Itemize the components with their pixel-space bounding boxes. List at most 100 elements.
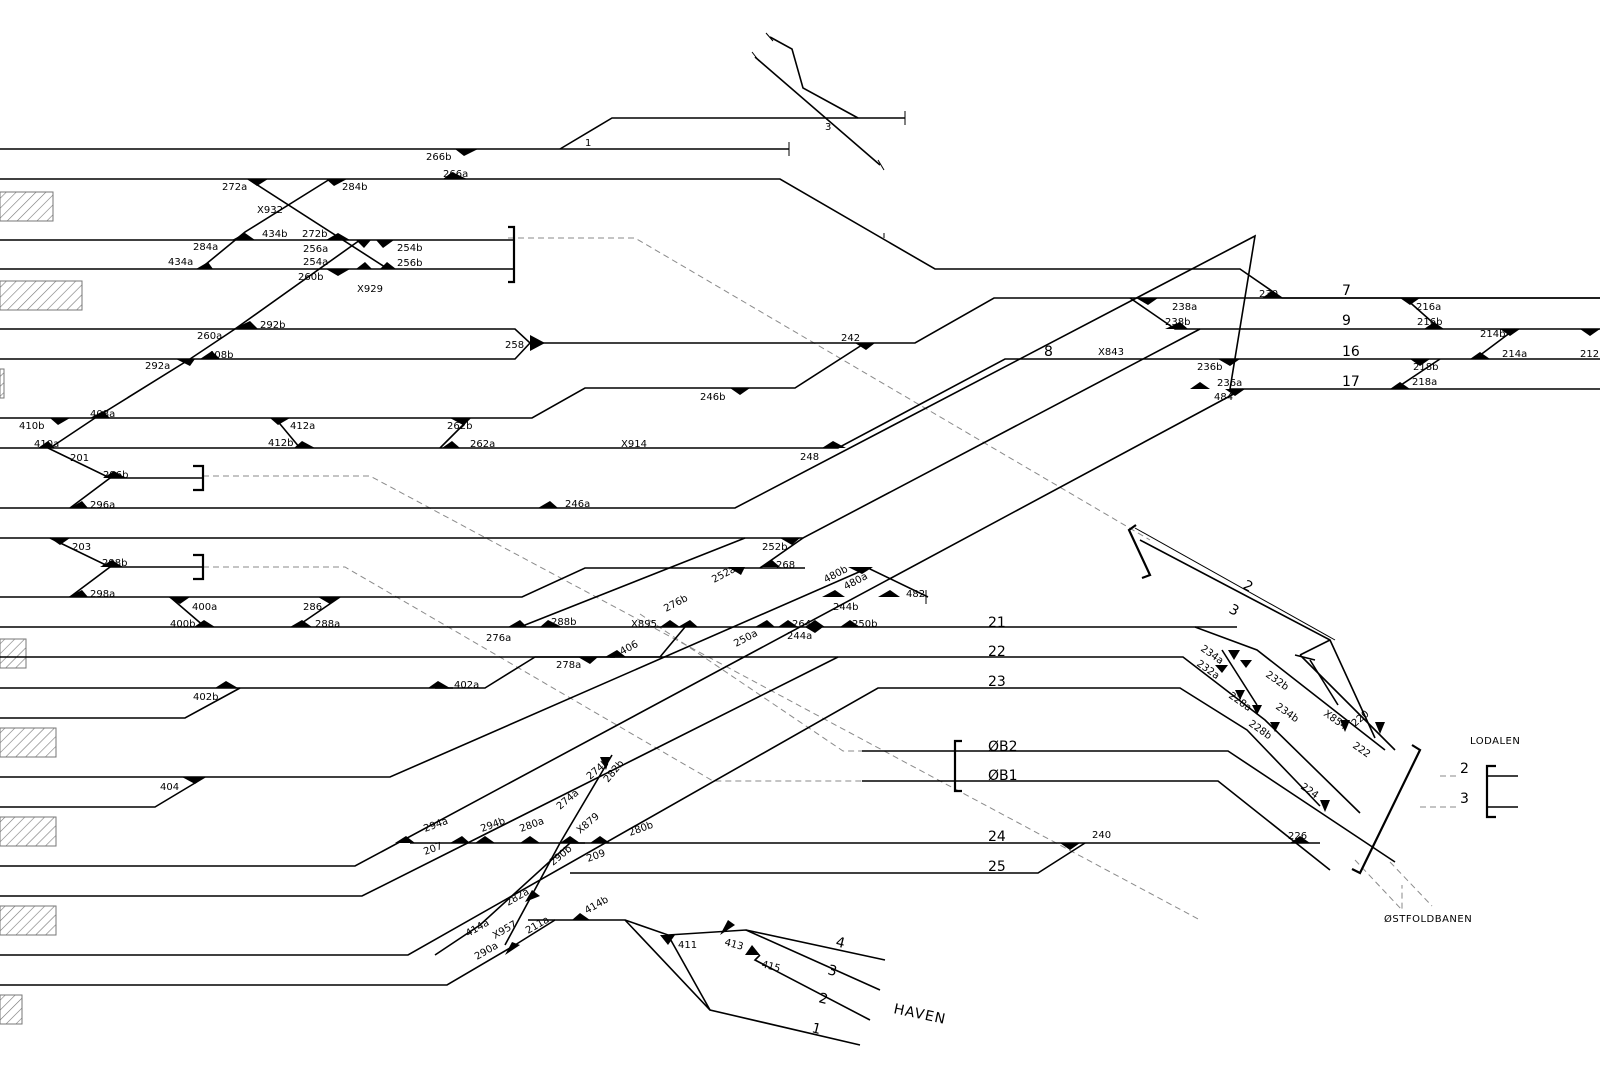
track-number: ØB2 — [988, 739, 1018, 755]
switch-label: 400b — [170, 619, 195, 630]
buffer-stops — [193, 225, 1518, 875]
switch-label: 412a — [290, 421, 315, 432]
switch-label: 408b — [208, 350, 233, 361]
switch-label: 264 — [792, 619, 811, 630]
switch-label: 276b — [662, 593, 690, 615]
track-number: 2 — [1240, 577, 1255, 595]
switch-label: 250a — [732, 628, 759, 650]
track-number: 2 — [817, 990, 830, 1008]
switch-label: 212 — [1580, 349, 1599, 360]
switch-label: 404 — [160, 782, 179, 793]
switch-label: 276a — [486, 633, 511, 644]
switch-label: 228b — [1246, 718, 1273, 742]
switch-label: 262a — [470, 439, 495, 450]
switch-label: 400a — [192, 602, 217, 613]
switch-label: X879 — [575, 811, 602, 836]
track-number: 7 — [1342, 283, 1351, 299]
switch-label: 294a — [422, 816, 449, 835]
switch-label: X929 — [357, 284, 383, 295]
switch-label: 298b — [102, 558, 127, 569]
track-number: 17 — [1342, 374, 1360, 390]
track-number: 24 — [988, 829, 1006, 845]
switch-label: 292a — [145, 361, 170, 372]
switch-label: 248 — [800, 452, 819, 463]
track-number: 9 — [1342, 313, 1351, 329]
platform — [0, 280, 83, 311]
switch-label: 414b — [583, 894, 611, 916]
track-number: 23 — [988, 674, 1006, 690]
switch-label: 260a — [197, 331, 222, 342]
switch-label: 284a — [193, 242, 218, 253]
track-number: 3 — [1460, 791, 1469, 807]
switch-label: 218a — [1412, 377, 1437, 388]
track-number: 16 — [1342, 344, 1360, 360]
platforms — [0, 191, 83, 1025]
switch-label: 211a — [524, 914, 551, 936]
platform — [0, 368, 5, 399]
switch-label: 218b — [1413, 362, 1438, 373]
tracks — [0, 117, 1600, 1046]
switch-label: 484 — [1214, 392, 1233, 403]
switch-label: 290b — [548, 844, 575, 869]
switch-label: 209 — [585, 848, 607, 865]
track-number: 8 — [1044, 344, 1053, 360]
switch-label: 256b — [397, 258, 422, 269]
switch-label: 254a — [303, 257, 328, 268]
switch-label: 284b — [342, 182, 367, 193]
platform — [0, 191, 54, 222]
platform — [0, 994, 23, 1025]
switch-label: 412b — [268, 438, 293, 449]
switch-label: 288b — [551, 617, 576, 628]
switch-label: X843 — [1098, 347, 1124, 358]
switch-label: 406 — [618, 639, 640, 658]
track-number: 1 — [585, 138, 591, 149]
destinations: LODALEN ØSTFOLDBANEN HAVEN — [892, 736, 1520, 1028]
switch-label: 280a — [518, 816, 545, 835]
switch-label: 201 — [70, 453, 89, 464]
switch-label: 294b — [479, 816, 507, 835]
switch-label: 236a — [1217, 378, 1242, 389]
switch-label: 216b — [1417, 317, 1442, 328]
switch-label: 234b — [1273, 701, 1300, 725]
platform — [0, 905, 57, 936]
switch-label: 203 — [72, 542, 91, 553]
switch-label: 254b — [397, 243, 422, 254]
switch-label: 434a — [168, 257, 193, 268]
switch-label: 266a — [443, 169, 468, 180]
track-number: 1 — [810, 1020, 823, 1038]
platform — [0, 638, 27, 669]
switch-label: 482 — [906, 589, 925, 600]
switch-label: 220 — [1350, 709, 1372, 730]
switch-label: 224 — [1298, 781, 1320, 801]
reference-lines — [203, 237, 1458, 921]
switch-label: 238b — [1165, 317, 1190, 328]
switch-label: 298a — [90, 589, 115, 600]
switch-label: 296a — [90, 500, 115, 511]
switch-label: 236b — [1197, 362, 1222, 373]
switch-label: 214a — [1502, 349, 1527, 360]
switch-label: 268 — [776, 560, 795, 571]
switch-label: 226 — [1288, 831, 1307, 842]
switch-label: 274a — [555, 788, 581, 813]
destination-label: LODALEN — [1470, 736, 1520, 747]
switch-label: X957 — [491, 919, 519, 941]
switch-label: 222 — [1350, 740, 1372, 760]
switch-label: 256a — [303, 244, 328, 255]
switch-label: 408a — [90, 409, 115, 420]
switch-label: 246a — [565, 499, 590, 510]
switch-label: 410b — [19, 421, 44, 432]
switch-label: X914 — [621, 439, 647, 450]
branch-stubs — [751, 32, 1316, 661]
track-number: 2 — [1460, 761, 1469, 777]
switch-label: 230 — [1259, 289, 1278, 300]
platform — [0, 816, 57, 847]
switch-label: 250b — [852, 619, 877, 630]
switch-label: 262b — [447, 421, 472, 432]
track-number: 22 — [988, 644, 1006, 660]
switch-points — [38, 149, 1600, 955]
switch-label: 242 — [841, 333, 860, 344]
switch-label: 434b — [262, 229, 287, 240]
switch-label: X854 — [1321, 708, 1349, 732]
switch-label: 272a — [222, 182, 247, 193]
switch-label: 258 — [505, 340, 524, 351]
